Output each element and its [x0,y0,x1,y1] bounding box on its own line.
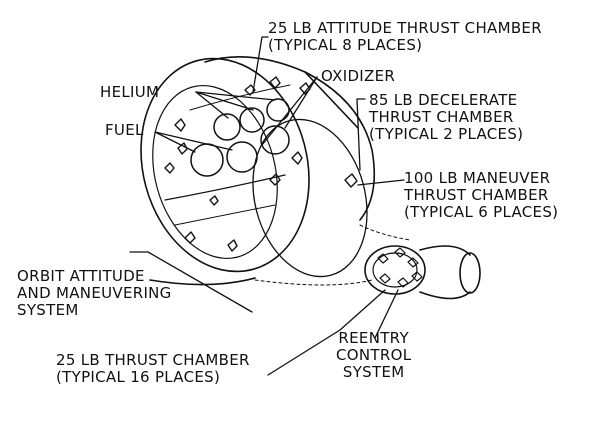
leader-lines [129,36,405,376]
label-fuel: FUEL [105,121,144,139]
label-25lb-attitude-thrust-chamber: 25 LB ATTITUDE THRUST CHAMBER (TYPICAL 8… [268,19,542,54]
label-oxidizer: OXIDIZER [321,67,396,85]
adapter-thrusters [164,76,358,252]
label-reentry-control-system: REENTRY CONTROL SYSTEM [336,329,412,381]
label-25lb-thrust-chamber: 25 LB THRUST CHAMBER (TYPICAL 16 PLACES) [56,351,250,386]
adapter-section [140,56,411,286]
label-orbit-attitude-maneuvering-system: ORBIT ATTITUDE AND MANEUVERING SYSTEM [17,267,172,319]
label-helium: HELIUM [100,83,160,101]
propellant-tanks [190,98,290,177]
reentry-section [364,245,481,300]
label-100lb-maneuver-thrust-chamber: 100 LB MANEUVER THRUST CHAMBER (TYPICAL … [404,169,559,221]
label-85lb-decelerate-thrust-chamber: 85 LB DECELERATE THRUST CHAMBER (TYPICAL… [369,91,524,143]
